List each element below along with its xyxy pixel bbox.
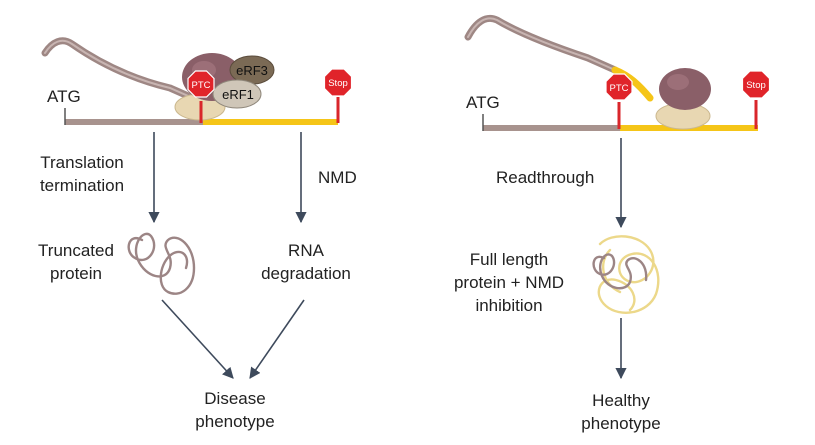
right-healthy-line1: Healthy [592,391,650,410]
right-ribosome-large-subunit [659,68,711,110]
right-outcome-line1: Full length [469,250,549,269]
right-outcome-line3: inhibition [475,296,543,315]
left-ptc-label: PTC [192,80,211,91]
left-truncated-line2: protein [50,264,102,283]
left-translation-termination-label: Translation termination [18,151,146,197]
right-healthy-line2: phenotype [581,414,661,433]
left-nmd-label: NMD [318,168,357,187]
right-mrna-tether [464,14,619,74]
right-stop-sign [741,70,771,99]
right-truncated-segment-squiggle [592,253,648,290]
left-panel: eRF3 eRF1 PTC Stop [41,37,353,379]
right-ptc-label: PTC [610,83,629,94]
left-stop-sign [323,68,353,97]
left-erf1-factor [212,79,262,109]
left-translation-termination-line2: termination [39,176,125,195]
left-erf3-label: eRF3 [236,63,268,78]
right-ptc-stop-sign [605,73,633,101]
left-ptc-stop-sign [187,70,215,98]
right-outcome-line2: protein + NMD [453,273,565,292]
right-healthy-phenotype-label: Healthy phenotype [566,389,676,435]
left-rna-degradation-line1: RNA [288,241,324,260]
left-disease-line1: Disease [204,389,266,408]
left-truncated-protein-squiggle [127,232,196,295]
left-disease-phenotype-label: Disease phenotype [180,387,290,433]
right-readthrough-label: Readthrough [496,168,595,187]
left-rna-degradation-label: RNA degradation [246,239,366,285]
right-nascent-readthrough-segment [611,66,654,102]
left-disease-line2: phenotype [195,412,275,431]
left-atg-label: ATG [47,87,81,106]
right-panel: PTC Stop [464,14,771,380]
left-stop-label: Stop [328,78,348,89]
left-rna-degradation-line2: degradation [261,264,351,283]
left-truncated-protein-label: Truncated protein [22,239,130,285]
right-stop-label: Stop [746,80,766,91]
left-truncated-line1: Truncated [38,241,114,260]
left-arrow-truncated-to-disease [161,299,234,379]
right-full-length-protein-label: Full length protein + NMD inhibition [442,248,576,317]
left-arrow-rna-to-disease [249,299,305,379]
right-atg-label: ATG [466,93,500,112]
left-translation-termination-line1: Translation [40,153,124,172]
left-erf1-label: eRF1 [222,87,254,102]
